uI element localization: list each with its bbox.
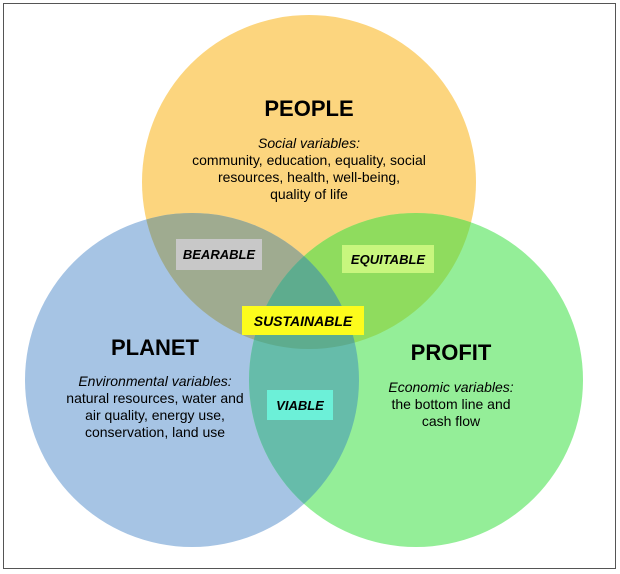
planet-title: PLANET	[111, 335, 200, 360]
people-title: PEOPLE	[264, 96, 353, 121]
profit-line-1: the bottom line and	[391, 396, 510, 412]
bearable-badge	[176, 239, 262, 270]
diagram-frame	[3, 3, 616, 569]
people-line-1: community, education, equality, social	[192, 152, 426, 168]
planet-line-1: natural resources, water and	[66, 390, 243, 406]
profit-line-2: cash flow	[422, 413, 481, 429]
planet-line-3: conservation, land use	[85, 424, 225, 440]
viable-label: VIABLE	[276, 398, 324, 413]
profit-title: PROFIT	[411, 340, 492, 365]
people-line-3: quality of life	[270, 186, 348, 202]
planet-line-2: air quality, energy use,	[85, 407, 225, 423]
bearable-label: BEARABLE	[183, 247, 256, 262]
equitable-label: EQUITABLE	[351, 252, 425, 267]
viable-badge	[267, 390, 333, 420]
planet-subtitle: Environmental variables:	[78, 373, 231, 389]
equitable-badge	[342, 245, 434, 273]
sustainable-label: SUSTAINABLE	[254, 313, 353, 329]
people-line-2: resources, health, well-being,	[218, 169, 400, 185]
people-subtitle: Social variables:	[258, 135, 360, 151]
sustainable-badge	[242, 306, 364, 335]
center-overlap	[249, 213, 359, 349]
profit-subtitle: Economic variables:	[388, 379, 513, 395]
